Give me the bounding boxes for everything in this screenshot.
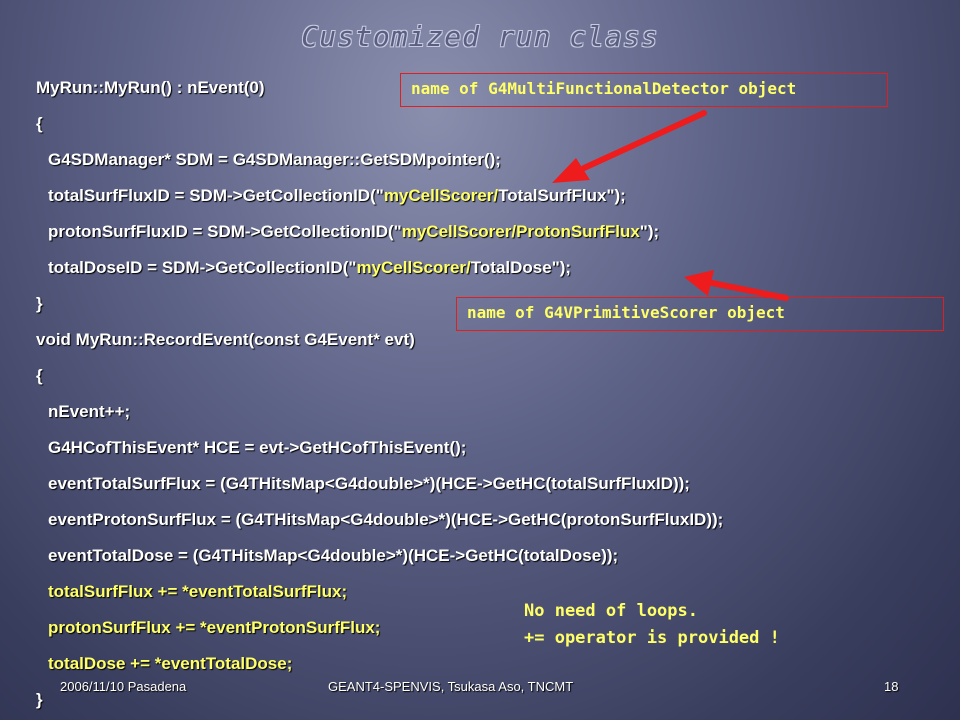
loops-note: No need of loops. [524, 601, 698, 621]
code-line: G4SDManager* SDM = G4SDManager::GetSDMpo… [48, 150, 501, 169]
highlighted-scorer-name: myCellScorer/ProtonSurfFlux [401, 222, 640, 241]
code-line: void MyRun::RecordEvent(const G4Event* e… [36, 330, 415, 349]
code-text: totalDoseID = SDM->GetCollectionID(" [48, 258, 357, 277]
footer-author: GEANT4-SPENVIS, Tsukasa Aso, TNCMT [328, 679, 574, 694]
code-line: eventProtonSurfFlux = (G4THitsMap<G4doub… [48, 510, 724, 529]
code-line: protonSurfFlux += *eventProtonSurfFlux; [48, 618, 381, 637]
page-number: 18 [884, 679, 899, 694]
code-text: TotalDose"); [470, 258, 572, 277]
operator-note: += operator is provided ! [524, 628, 780, 648]
code-line: { [36, 366, 43, 385]
code-text: totalSurfFluxID = SDM->GetCollectionID(" [48, 186, 384, 205]
arrow-icon [552, 110, 707, 183]
highlighted-scorer-name: myCellScorer/ [356, 258, 471, 277]
code-line: eventTotalDose = (G4THitsMap<G4double>*)… [48, 546, 619, 565]
code-line: G4HCofThisEvent* HCE = evt->GetHCofThisE… [48, 438, 467, 457]
scorer-note-box: name of G4VPrimitiveScorer object [456, 297, 944, 331]
arrow-icon [684, 270, 789, 301]
code-text: "); [639, 222, 660, 241]
detector-note-box: name of G4MultiFunctionalDetector object [400, 73, 888, 107]
code-line: eventTotalSurfFlux = (G4THitsMap<G4doubl… [48, 474, 690, 493]
code-line: { [36, 114, 43, 133]
code-line: protonSurfFluxID = SDM->GetCollectionID(… [48, 222, 659, 242]
code-line: totalSurfFluxID = SDM->GetCollectionID("… [48, 186, 626, 206]
code-text: protonSurfFluxID = SDM->GetCollectionID(… [48, 222, 402, 241]
code-line: totalSurfFlux += *eventTotalSurfFlux; [48, 582, 348, 601]
code-line: nEvent++; [48, 402, 131, 421]
highlighted-scorer-name: myCellScorer/ [383, 186, 499, 205]
code-line: totalDoseID = SDM->GetCollectionID("myCe… [48, 258, 571, 278]
code-text: TotalSurfFlux"); [498, 186, 626, 205]
slide-title: Customized run class [301, 20, 659, 53]
code-line: totalDose += *eventTotalDose; [48, 654, 293, 673]
code-line: } [36, 294, 43, 313]
footer-date: 2006/11/10 Pasadena [60, 679, 187, 694]
code-line: MyRun::MyRun() : nEvent(0) [36, 78, 265, 97]
code-line: } [36, 690, 43, 709]
